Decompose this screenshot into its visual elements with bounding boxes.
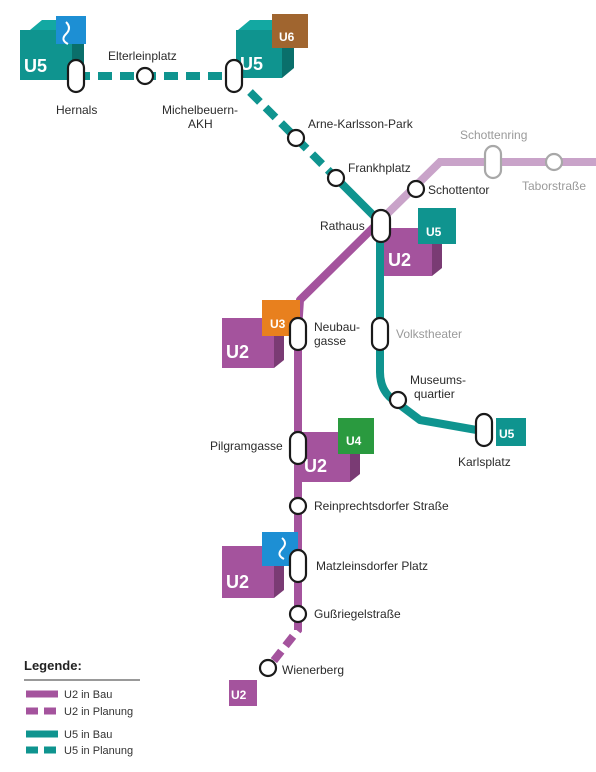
wave-icon <box>278 537 286 560</box>
u5-badge-karlsplatz: U5 <box>496 418 526 446</box>
u5-badge-rathaus <box>418 208 456 244</box>
label-michelbeuern-2: AKH <box>188 117 213 131</box>
label-schottenring: Schottenring <box>460 128 527 142</box>
u5-cube-label-rathaus: U5 <box>426 225 442 239</box>
u2-badge-wienerberg-label: U2 <box>231 688 247 702</box>
wave-icon <box>62 21 70 45</box>
station-gussriegelstrasse[interactable] <box>288 604 308 624</box>
station-schottentor[interactable] <box>406 179 426 199</box>
label-hernals: Hernals <box>56 103 97 117</box>
label-neubaugasse-2: gasse <box>314 334 346 348</box>
station-rathaus[interactable] <box>370 208 392 244</box>
station-taborstrasse[interactable] <box>544 152 564 172</box>
station-hernals[interactable] <box>66 58 86 94</box>
u5-badge-karlsplatz-label: U5 <box>499 427 515 441</box>
label-gussriegelstrasse: Gußriegelstraße <box>314 607 401 621</box>
label-pilgramgasse: Pilgramgasse <box>210 439 283 453</box>
station-volkstheater[interactable] <box>370 316 390 352</box>
u5-cube-label: U5 <box>24 56 47 76</box>
u2-cube-label-matzleinsdorf: U2 <box>226 572 249 592</box>
station-michelbeuern-akh[interactable] <box>224 58 244 94</box>
label-michelbeuern-1: Michelbeuern- <box>162 103 238 117</box>
station-karlsplatz[interactable] <box>474 412 494 448</box>
legend-label-u2-planung: U2 in Planung <box>64 706 133 718</box>
u2-construction-line <box>294 212 389 600</box>
u2-cube-matzleinsdorf: U2 <box>222 532 298 598</box>
u2-cube-label-neubaugasse: U2 <box>226 342 249 362</box>
station-reinprechtsdorfer-strasse[interactable] <box>288 496 308 516</box>
station-neubaugasse[interactable] <box>288 316 308 352</box>
legend-label-u5-planung: U5 in Planung <box>64 745 133 757</box>
label-wienerberg: Wienerberg <box>282 663 344 677</box>
label-museumsquartier-2: quartier <box>414 387 455 401</box>
u5-construction-line <box>333 175 489 436</box>
station-pilgramgasse[interactable] <box>288 430 308 466</box>
station-schottenring[interactable] <box>483 144 503 180</box>
u2-u3-cube-neubaugasse: U3 U2 <box>222 300 300 368</box>
u1-badge <box>56 16 86 44</box>
u2-existing-line <box>383 158 596 218</box>
legend-label-u2-bau: U2 in Bau <box>64 689 112 701</box>
label-reinprechtsdorfer-strasse: Reinprechtsdorfer Straße <box>314 499 449 513</box>
station-arne-karlsson-park[interactable] <box>286 128 306 148</box>
label-rathaus: Rathaus <box>320 219 365 233</box>
u2-u5-cube-rathaus: U5 U2 <box>384 208 456 276</box>
u4-cube-label: U4 <box>346 434 362 448</box>
legend-title: Legende: <box>24 658 82 673</box>
station-elterleinplatz[interactable] <box>135 66 155 86</box>
label-karlsplatz: Karlsplatz <box>458 455 511 469</box>
station-museumsquartier[interactable] <box>388 390 408 410</box>
u5-cube-label-michelbeuern: U5 <box>240 54 263 74</box>
u2-cube-label-pilgramgasse: U2 <box>304 456 327 476</box>
legend: Legende: U2 in Bau U2 in Planung U5 in B… <box>24 658 140 757</box>
u2-u4-cube-pilgramgasse: U4 U2 <box>300 418 374 482</box>
station-matzleinsdorfer-platz[interactable] <box>288 548 308 584</box>
u2-cube-label-rathaus: U2 <box>388 250 411 270</box>
station-wienerberg[interactable] <box>258 658 278 678</box>
u6-badge <box>272 14 308 48</box>
label-frankhplatz: Frankhplatz <box>348 161 411 175</box>
u5-cube-hernals: U5 <box>20 16 86 80</box>
station-frankhplatz[interactable] <box>326 168 346 188</box>
label-matzleinsdorfer-platz: Matzleinsdorfer Platz <box>316 559 428 573</box>
label-neubaugasse-1: Neubau- <box>314 320 360 334</box>
label-museumsquartier-1: Museums- <box>410 373 466 387</box>
u4-badge <box>338 418 374 454</box>
label-schottentor: Schottentor <box>428 183 489 197</box>
u5-u6-cube-michelbeuern: U6 U5 <box>236 14 308 78</box>
u2-badge-wienerberg: U2 <box>229 680 257 706</box>
legend-label-u5-bau: U5 in Bau <box>64 729 112 741</box>
label-volkstheater: Volkstheater <box>396 327 462 341</box>
u6-cube-label: U6 <box>279 30 295 44</box>
u3-cube-label: U3 <box>270 317 286 331</box>
label-elterleinplatz: Elterleinplatz <box>108 49 177 63</box>
label-arne-karlsson-park: Arne-Karlsson-Park <box>308 117 414 131</box>
label-taborstrasse: Taborstraße <box>522 179 586 193</box>
